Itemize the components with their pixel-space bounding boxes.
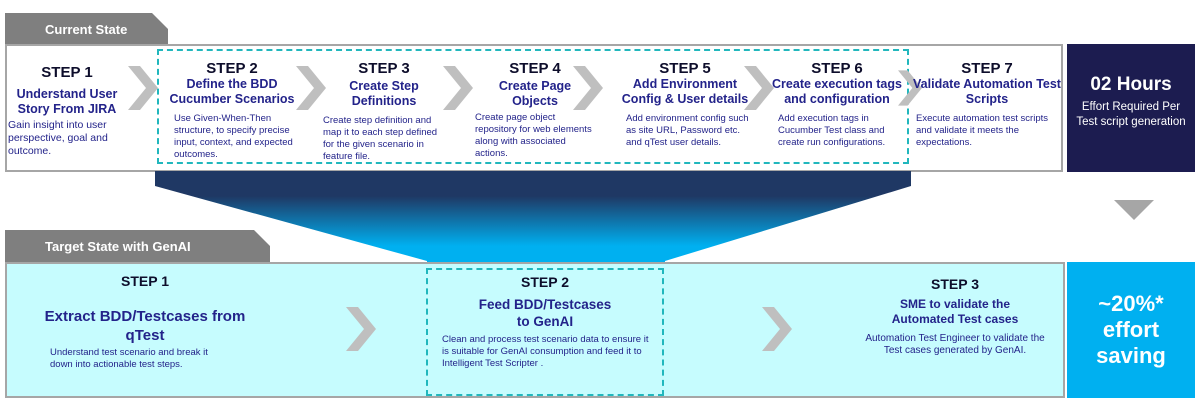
current-state-label: Current State [45,21,128,37]
saving-percent: ~20%* [1098,291,1164,316]
step-number: STEP 1 [121,273,169,289]
chevron-right-icon [443,66,473,110]
step-number: STEP 2 [521,274,569,290]
current-step-7: STEP 7 Validate Automation Test Scripts … [912,60,1062,149]
step-description: Create step definition and map it to eac… [323,115,438,162]
step-number: STEP 1 [41,64,93,81]
step-description: Create page object repository for web el… [475,112,592,159]
step-number: STEP 5 [659,60,711,77]
chevron-right-icon [573,66,603,110]
step-number: STEP 3 [931,276,979,292]
step-title: Feed BDD/Testcases to GenAI [478,297,612,329]
effort-saving-box: ~20%* effort saving [1067,262,1195,398]
step-title: Understand User Story From JIRA [16,87,118,116]
saving-line-3: saving [1096,343,1166,368]
step-title: Create Step Definitions [349,79,419,108]
target-state-tab: Target State with GenAI [5,230,270,263]
target-step-3: STEP 3 SME to validate the Automated Tes… [860,276,1050,357]
chevron-right-icon [296,66,326,110]
step-number: STEP 2 [206,60,258,77]
step-number: STEP 6 [811,60,863,77]
chevron-right-icon [346,307,376,351]
current-step-1: STEP 1 Understand User Story From JIRA G… [8,64,126,158]
step-title: Validate Automation Test Scripts [913,77,1061,106]
current-step-5: STEP 5 Add Environment Config & User det… [612,60,758,149]
step-description: Use Given-When-Then structure, to specif… [174,113,293,160]
chevron-right-icon [898,66,922,110]
target-state-panel [5,262,1065,398]
chevron-right-icon [762,307,792,351]
funnel-shape [155,171,911,271]
step-title: Create execution tags and configuration [772,77,902,106]
step-number: STEP 7 [961,60,1013,77]
step-title: Create Page Objects [498,79,572,108]
step-title: Define the BDD Cucumber Scenarios [169,77,295,106]
current-step-6: STEP 6 Create execution tags and configu… [762,60,912,149]
step-number: STEP 3 [358,60,410,77]
effort-required-box: 02 Hours Effort Required Per Test script… [1067,44,1195,172]
chevron-right-icon [744,66,774,110]
step-description: Add environment config such as site URL,… [626,113,749,148]
current-step-2: STEP 2 Define the BDD Cucumber Scenarios… [158,60,306,161]
current-step-3: STEP 3 Create Step Definitions Create st… [323,60,445,163]
current-state-panel [5,44,1063,172]
target-step-1: STEP 1 Extract BDD/Testcases from qTest … [30,273,260,371]
step-number: STEP 4 [509,60,561,77]
step-description: Gain insight into user perspective, goal… [8,119,108,157]
target-step-2: STEP 2 Feed BDD/Testcases to GenAI Clean… [428,274,662,370]
step-description: Execute automation test scripts and vali… [916,113,1049,148]
step-description: Automation Test Engineer to validate the… [865,333,1045,356]
current-step-4: STEP 4 Create Page Objects Create page o… [475,60,595,160]
step-description: Clean and process test scenario data to … [442,334,649,369]
step-title: Extract BDD/Testcases from qTest [44,308,246,344]
down-arrow-icon [1114,200,1154,220]
current-state-tab: Current State [5,13,168,45]
step-title: Add Environment Config & User details [621,77,749,106]
step-description: Add execution tags in Cucumber Test clas… [778,113,886,148]
step-title: SME to validate the Automated Test cases [891,297,1019,326]
saving-line-2: effort [1102,317,1160,342]
effort-label: Effort Required Per Test script generati… [1076,101,1186,128]
step-description: Understand test scenario and break it do… [50,347,208,370]
automatable-steps-highlight [157,49,909,164]
target-state-label: Target State with GenAI [45,239,191,254]
genai-step-highlight [426,268,664,396]
effort-value: 02 Hours [1090,74,1172,95]
chevron-right-icon [128,66,158,110]
